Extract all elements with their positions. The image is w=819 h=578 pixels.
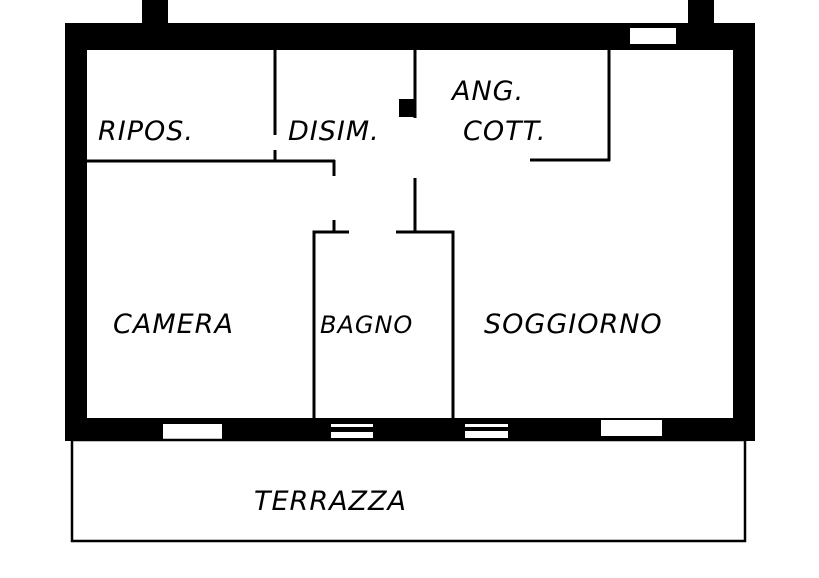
window-soggiorno-1: [465, 424, 508, 427]
label-terrazza: TERRAZZA: [254, 486, 407, 517]
window-camera: [163, 424, 222, 440]
label-disimpegno: DISIM.: [288, 116, 380, 147]
wall-stub-left: [142, 0, 168, 25]
wall-right: [733, 23, 755, 441]
window-soggiorno-1-pane: [465, 431, 508, 438]
interior-walls: [87, 50, 611, 418]
label-ripostiglio: RIPOS.: [98, 116, 194, 147]
terrace-outline: [70, 438, 747, 543]
chimney-shaft: [399, 99, 415, 117]
window-bagno: [331, 424, 373, 427]
label-bagno: BAGNO: [320, 311, 413, 339]
wall-left: [65, 23, 87, 441]
window-top: [630, 28, 676, 44]
window-soggiorno-2: [601, 420, 662, 436]
label-angolo: ANG.: [450, 76, 524, 107]
label-soggiorno: SOGGIORNO: [484, 309, 663, 340]
label-camera: CAMERA: [113, 309, 234, 340]
wall-stub-right: [688, 0, 714, 25]
wall-bottom: [65, 418, 755, 440]
label-cottura: COTT.: [463, 116, 546, 147]
window-bagno-pane: [331, 432, 373, 438]
